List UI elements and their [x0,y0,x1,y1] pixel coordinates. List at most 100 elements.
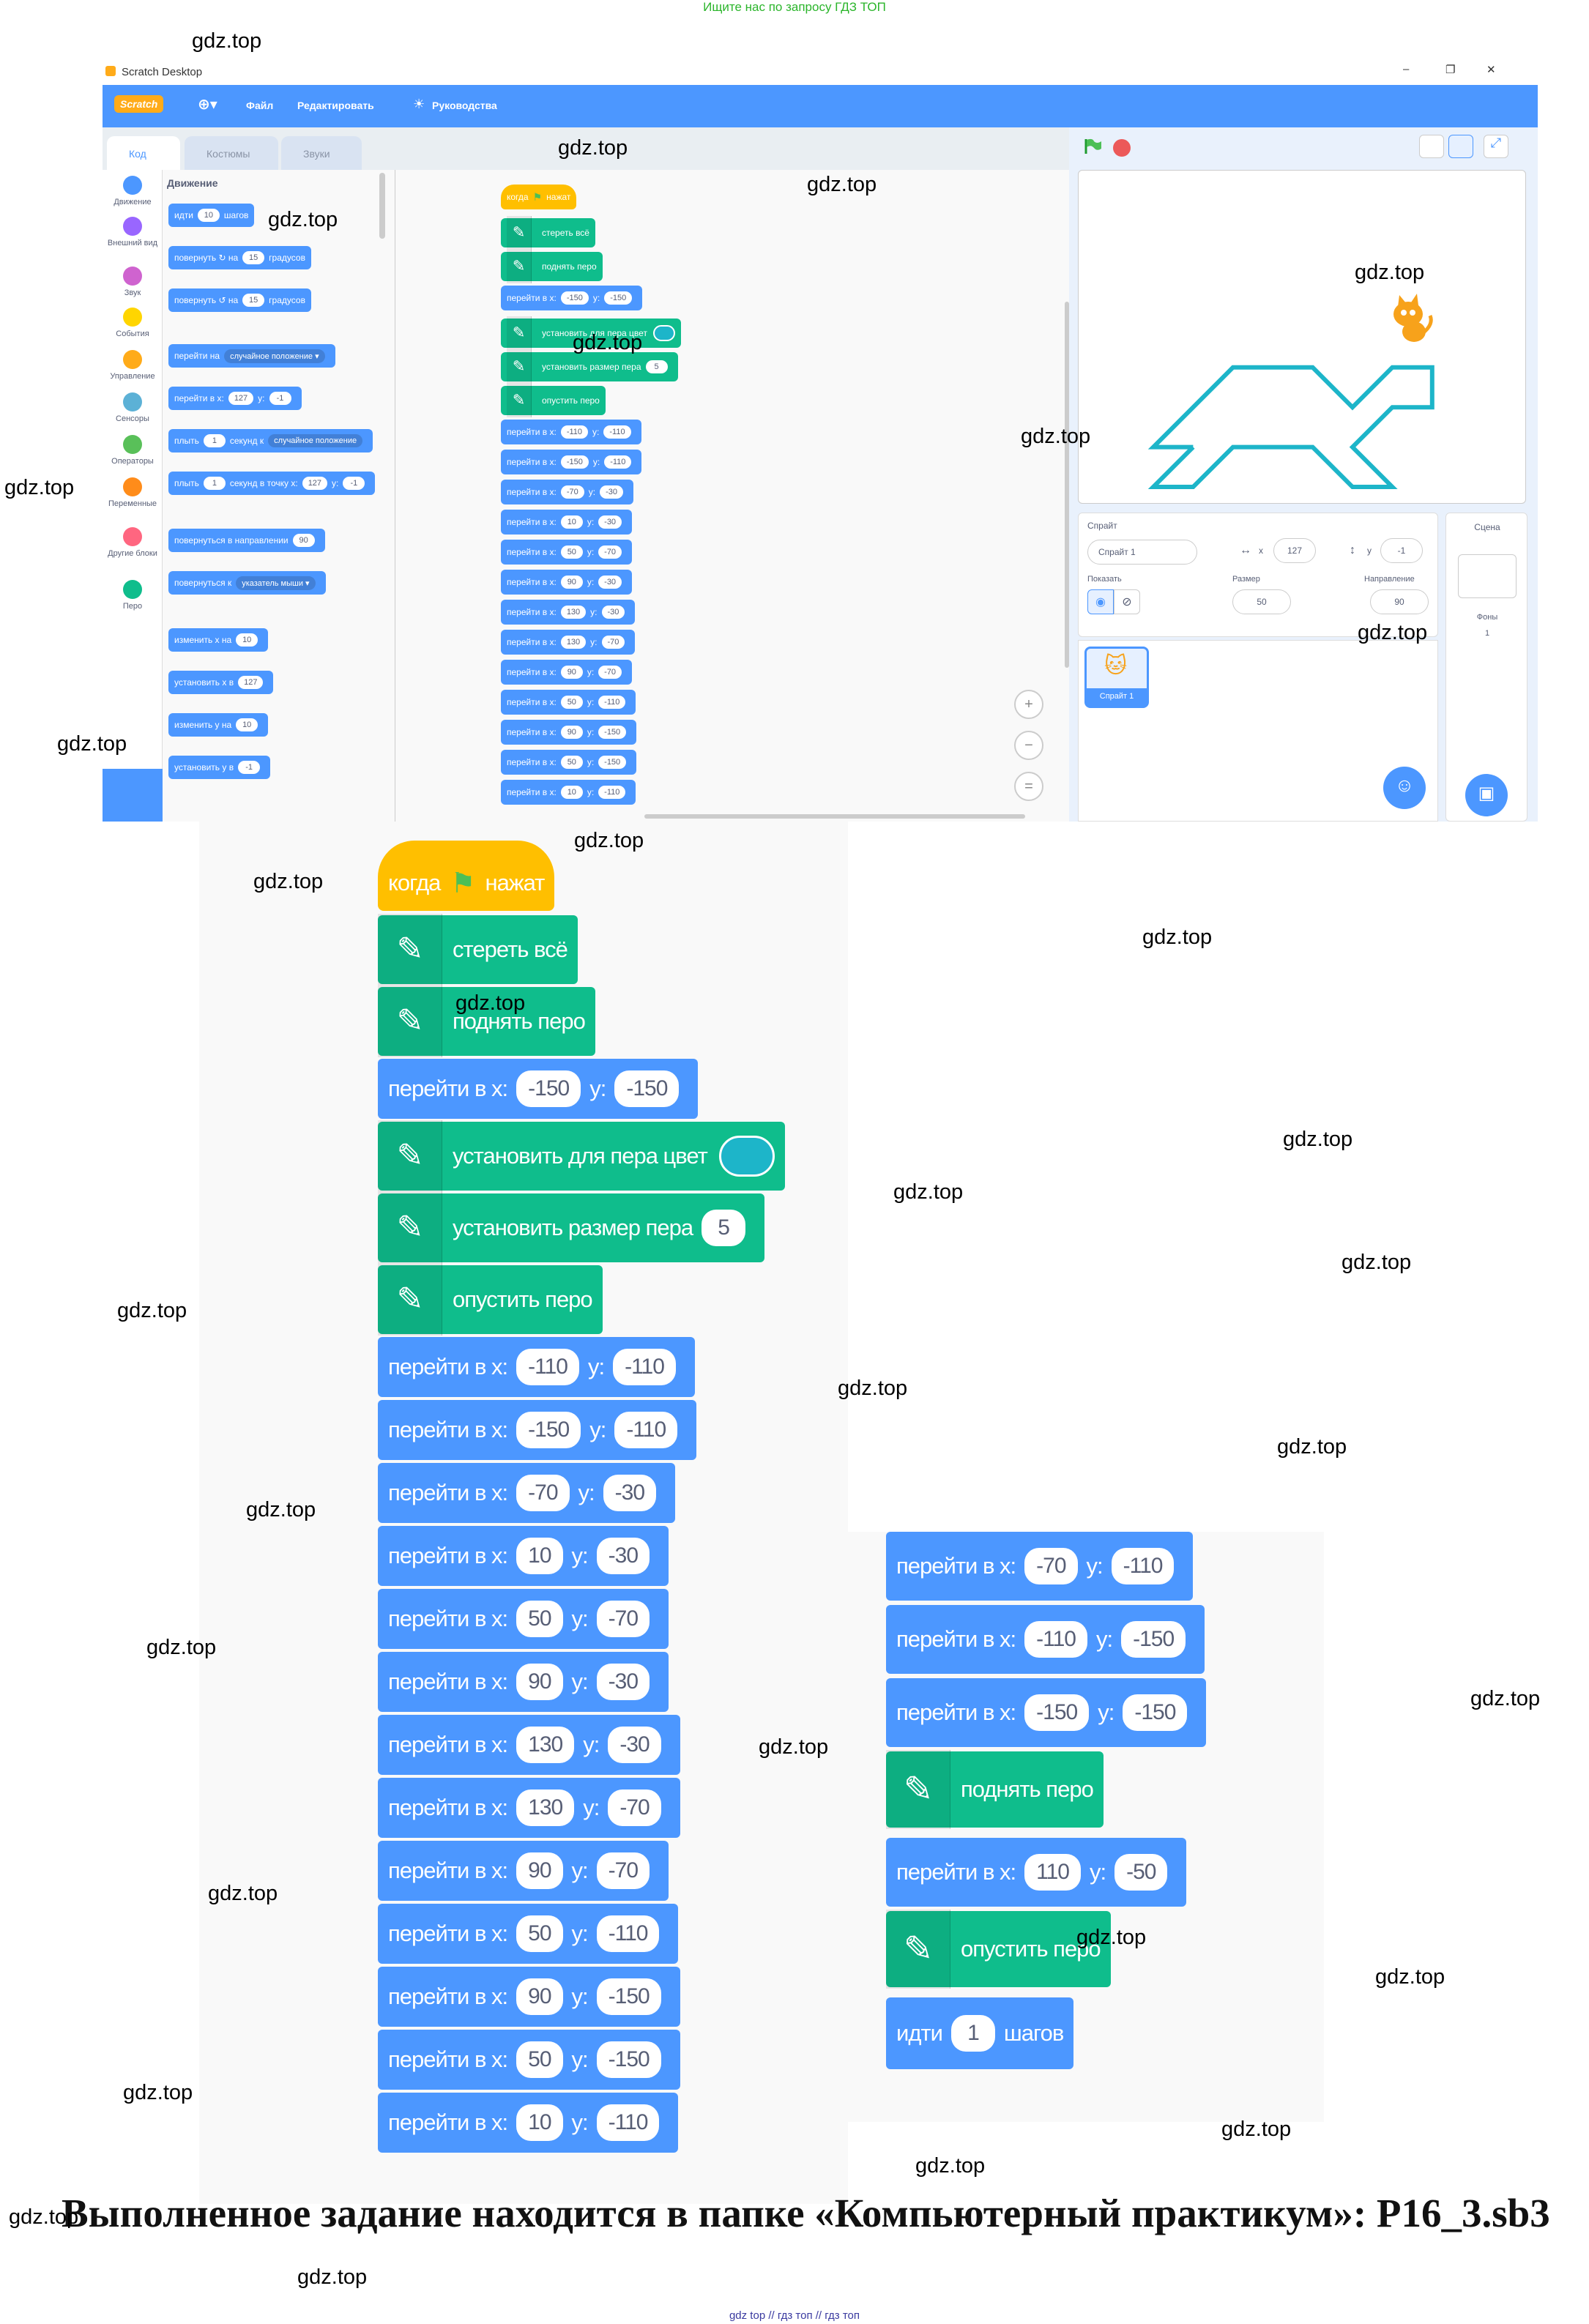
green-flag-icon[interactable] [1084,138,1103,155]
value-input[interactable]: -1 [343,477,365,490]
y-input[interactable]: -150 [1123,1694,1188,1731]
y-input[interactable]: -1 [1380,538,1423,563]
x-input[interactable]: 50 [560,696,583,709]
pen-color-swatch[interactable] [652,325,675,341]
y-input[interactable]: -150 [1121,1621,1186,1658]
y-input[interactable]: -30 [603,1475,656,1511]
x-input[interactable]: -110 [1024,1621,1087,1658]
category-sound[interactable]: Звук [103,267,163,297]
pen-color-swatch[interactable] [718,1136,775,1177]
when-flag-clicked-block[interactable]: когда⚑нажат [378,841,555,911]
choose-sprite-icon[interactable]: ☺ [1383,767,1426,809]
tab-costumes[interactable]: Костюмы [185,136,278,170]
pen-block[interactable]: ✎установить для пера цвет [378,1120,785,1192]
x-input[interactable]: -150 [560,455,589,469]
value-input[interactable]: 15 [242,251,265,264]
y-input[interactable]: -70 [596,1601,650,1637]
y-input[interactable]: -110 [598,786,626,799]
y-input[interactable]: -70 [596,1852,650,1889]
pen-block[interactable]: ✎опустить перо [501,384,606,417]
x-input[interactable]: 50 [516,1915,563,1952]
y-input[interactable]: -70 [608,1789,661,1826]
x-input[interactable]: -70 [516,1475,570,1511]
footer-links[interactable]: gdz top // гдз топ // гдз топ [729,2309,860,2322]
pen-size-input[interactable]: 5 [702,1210,746,1246]
tab-sounds[interactable]: Звуки [281,136,362,170]
value-input[interactable]: 1 [203,434,226,447]
y-input[interactable]: -70 [598,545,622,559]
y-input[interactable]: -150 [598,756,627,769]
x-input[interactable]: 50 [560,545,583,559]
y-input[interactable]: -150 [604,291,633,305]
when-flag-clicked-block[interactable]: когда⚑нажат [501,185,577,209]
menu-tutorials[interactable]: Руководства [432,100,497,111]
x-input[interactable]: 130 [516,1727,575,1763]
value-input[interactable]: 15 [242,294,265,307]
x-input[interactable]: 90 [516,1852,563,1889]
pen-block[interactable]: ✎стереть всё [501,216,595,250]
y-input[interactable]: -30 [601,606,625,619]
fullscreen-icon[interactable]: ⤢ [1484,135,1508,158]
x-input[interactable]: -110 [516,1349,579,1385]
menu-edit[interactable]: Редактировать [297,100,374,111]
x-input[interactable]: 127 [1273,538,1316,563]
x-input[interactable]: 110 [1024,1854,1081,1891]
value-input[interactable]: 1 [203,477,226,490]
add-extension-button[interactable] [103,769,163,822]
pen-block[interactable]: ✎опустить перо [378,1264,603,1336]
y-input[interactable]: -30 [596,1664,650,1700]
scratch-logo[interactable]: Scratch [114,95,164,113]
y-input[interactable]: -110 [603,425,631,439]
pen-block[interactable]: ✎установить для пера цвет [501,316,681,350]
category-looks[interactable]: Внешний вид [103,217,163,247]
x-input[interactable]: 130 [560,636,587,649]
x-input[interactable]: 50 [516,1601,563,1637]
x-input[interactable]: -150 [1024,1694,1090,1731]
y-input[interactable]: -30 [600,485,623,499]
choose-backdrop-icon[interactable]: ▣ [1465,774,1508,816]
value-input[interactable]: 90 [292,534,315,547]
zoom-out-icon[interactable]: − [1014,731,1043,760]
y-input[interactable]: -110 [598,696,626,709]
category-control[interactable]: Управление [103,350,163,381]
horizontal-scrollbar[interactable] [644,814,1025,819]
value-input[interactable]: 127 [228,392,254,405]
value-input[interactable]: 127 [238,676,264,689]
y-input[interactable]: -30 [598,515,622,529]
size-input[interactable]: 50 [1232,589,1291,614]
small-stage-icon[interactable] [1419,135,1444,158]
restore-icon[interactable]: ❐ [1445,64,1456,76]
x-input[interactable]: 90 [516,1664,563,1700]
category-motion[interactable]: Движение [103,176,163,206]
x-input[interactable]: 130 [516,1789,575,1826]
pen-block[interactable]: ✎опустить перо [886,1910,1111,1989]
y-input[interactable]: -110 [614,1412,678,1448]
y-input[interactable]: -110 [613,1349,676,1385]
